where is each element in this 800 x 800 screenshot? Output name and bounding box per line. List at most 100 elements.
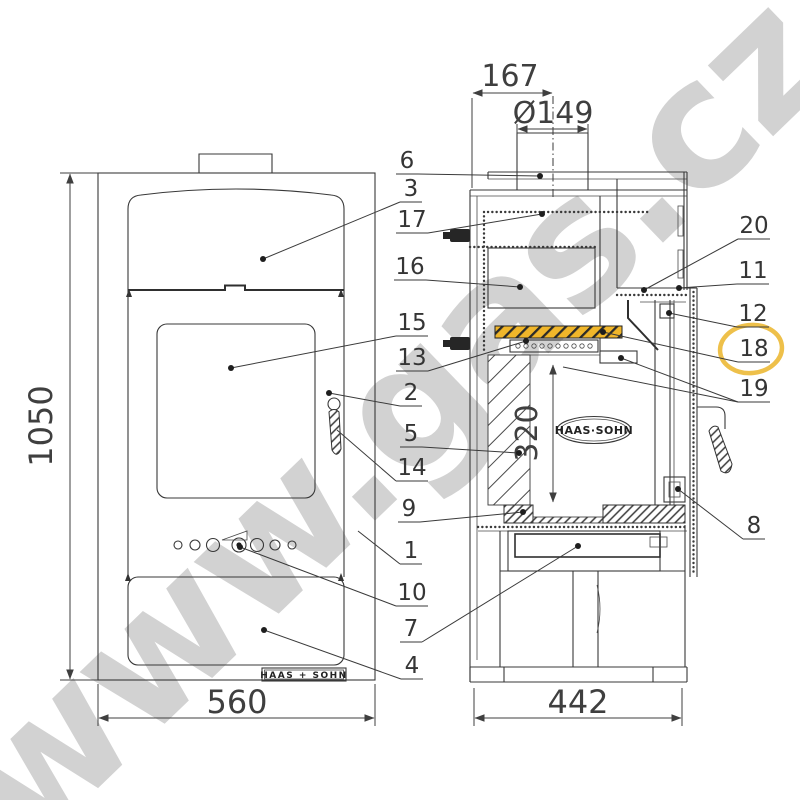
dimension-overall-height: 1050 — [22, 172, 199, 681]
dimension-depth: 442 — [473, 683, 683, 726]
leader-line-7 — [421, 545, 579, 643]
dimension-flue-diameter: Ø149 — [513, 96, 594, 134]
leader-line-1 — [357, 530, 401, 565]
leader-line-8 — [677, 488, 744, 540]
door-brace — [627, 300, 659, 351]
leader-dot-15 — [228, 365, 234, 371]
dimension-front-width: 560 — [97, 683, 376, 726]
leader-dot-3 — [260, 256, 266, 262]
callout-19: 19 — [739, 376, 768, 402]
door-latch — [663, 476, 686, 503]
knob-hole — [269, 539, 281, 551]
chimney-stub — [198, 153, 273, 173]
firebox — [487, 300, 675, 510]
firebox-lining — [487, 354, 531, 506]
leader-dot-13 — [523, 338, 529, 344]
brand-plate-text: HAAS + SOHN — [260, 671, 347, 681]
leader-line-20 — [643, 238, 739, 291]
svg-text:442: 442 — [547, 683, 608, 721]
callout-7: 7 — [404, 616, 419, 642]
callout-13: 13 — [397, 345, 426, 371]
bottom-panel: HAAS + SOHN — [127, 576, 347, 682]
callout-18: 18 — [739, 336, 768, 362]
svg-text:560: 560 — [206, 683, 267, 721]
callout-15: 15 — [397, 310, 426, 336]
leader-dot-5 — [516, 450, 522, 456]
leader-line-14 — [336, 429, 397, 482]
callout-3: 3 — [404, 176, 419, 202]
front-body-outline — [97, 172, 376, 681]
leader-line-15 — [230, 335, 397, 369]
door-panel — [125, 290, 345, 581]
callout-12: 12 — [738, 301, 767, 327]
knob-hole — [287, 540, 297, 550]
cabinet-door-handle — [596, 584, 601, 634]
leader-dot-20 — [641, 287, 647, 293]
svg-text:167: 167 — [481, 59, 538, 94]
callout-14: 14 — [397, 455, 426, 481]
svg-text:Ø149: Ø149 — [513, 96, 594, 131]
base-cabinet — [469, 525, 688, 683]
callout-17: 17 — [397, 207, 426, 233]
leader-line-5 — [421, 446, 520, 454]
knob-hole — [173, 540, 183, 550]
dimensions: 1050 560 442 167 Ø149 — [22, 59, 683, 726]
section-door — [627, 287, 733, 577]
callout-4: 4 — [405, 653, 420, 679]
air-control-lever — [221, 530, 248, 541]
plinth — [469, 667, 688, 683]
leader-line-4 — [263, 629, 402, 680]
leader-line-11 — [678, 283, 738, 289]
door-handle — [327, 397, 342, 455]
knob-hole — [205, 537, 221, 553]
ash-drawer — [507, 530, 668, 572]
oval-logo: HAAS·SOHN — [555, 415, 634, 445]
leader-line-9 — [419, 511, 524, 523]
callout-5: 5 — [404, 421, 419, 447]
leader-dot-12 — [666, 310, 672, 316]
baffle-plate-highlighted — [494, 325, 623, 339]
knob-hole — [249, 537, 265, 553]
dimension-firebox-height: 320 — [510, 364, 557, 503]
brand-plate — [261, 667, 347, 682]
air-control-knob — [231, 537, 247, 553]
leader-line-3 — [262, 201, 401, 260]
side-bolts — [443, 229, 470, 350]
oval-logo-text: HAAS·SOHN — [555, 424, 634, 437]
grate — [476, 504, 689, 532]
highlight-ring — [717, 322, 785, 376]
control-knobs — [173, 530, 297, 553]
leader-dot-2 — [326, 390, 332, 396]
leader-dot-18 — [600, 329, 606, 335]
leader-dot-10 — [237, 544, 243, 550]
leader-dot-11 — [676, 285, 682, 291]
callout-16: 16 — [395, 254, 424, 280]
leader-line-2 — [328, 392, 401, 407]
leader-line-17 — [427, 213, 543, 234]
door-glass — [156, 323, 316, 499]
svg-text:1050: 1050 — [22, 385, 60, 466]
leader-line-16 — [425, 279, 521, 288]
leader-line-19 — [562, 366, 739, 403]
leader-dot-4 — [261, 627, 267, 633]
upper-chamber — [468, 196, 652, 354]
leader-line-13 — [427, 340, 527, 372]
callout-11: 11 — [738, 258, 767, 284]
rear-channel — [615, 172, 689, 303]
dimension-flue-offset: 167 — [471, 59, 553, 188]
leader-dot-7 — [575, 543, 581, 549]
leader-dot-19 — [618, 355, 624, 361]
leader-dot-8 — [675, 486, 681, 492]
callout-8: 8 — [747, 513, 762, 539]
heat-exchanger — [487, 247, 596, 309]
top-panel — [126, 188, 345, 297]
callout-6: 6 — [400, 148, 415, 174]
leader-dot-9 — [520, 509, 526, 515]
callout-10: 10 — [397, 580, 426, 606]
leader-dot-6 — [537, 173, 543, 179]
leader-line-10 — [239, 546, 397, 607]
section-door-handle — [697, 406, 733, 474]
